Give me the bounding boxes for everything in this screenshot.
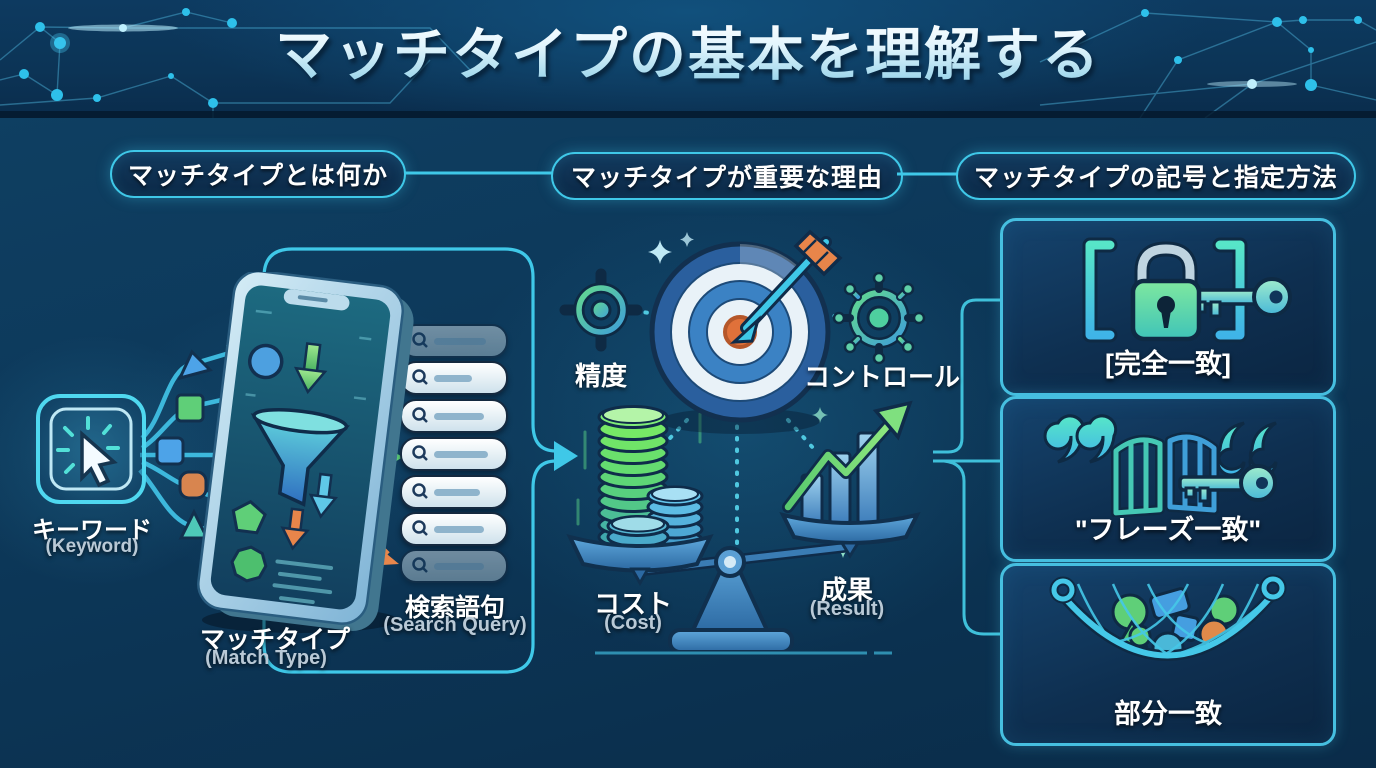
left-pan — [566, 533, 714, 573]
section-header-how-label: マッチタイプの記号と指定方法 — [973, 164, 1338, 192]
exact-match-box: [完全一致] — [1000, 218, 1336, 396]
keyword-sublabel: (Keyword) — [45, 536, 139, 557]
search-bar — [400, 512, 508, 546]
green-down-arrow — [293, 342, 328, 395]
pentagon-shape — [231, 499, 267, 535]
lock-shackle — [1137, 244, 1195, 287]
match-type-label: マッチタイプ — [199, 626, 351, 654]
merge-arrowhead — [554, 441, 578, 471]
funnel-icon — [250, 408, 350, 507]
octagon-shape — [230, 545, 268, 583]
result-label: 成果 — [820, 575, 874, 605]
search-query-label: 検索語句 — [404, 594, 506, 622]
page-title: マッチタイプの基本を理解する — [275, 9, 1101, 91]
orange-down-arrow — [280, 507, 310, 551]
screen-text-lines — [272, 559, 334, 605]
search-bar — [400, 437, 508, 471]
quote-gate-key-icon — [1043, 414, 1278, 517]
precision-label: 精度 — [574, 361, 628, 391]
search-query-sublabel: (Search Query) — [383, 614, 527, 636]
cursor-arrow — [80, 430, 118, 488]
square-shape — [155, 436, 185, 466]
search-bar — [400, 361, 508, 395]
right-pan — [779, 512, 921, 545]
title-banner: マッチタイプの基本を理解する — [0, 0, 1376, 118]
control-label: コントロール — [803, 362, 961, 392]
key — [1186, 277, 1292, 318]
crosshair-icon — [559, 268, 643, 352]
open-quote — [1043, 414, 1118, 464]
match-type-phone-icon — [197, 272, 414, 631]
section-header-how: マッチタイプの記号と指定方法 — [956, 152, 1356, 200]
keyword-click-icon — [30, 388, 152, 510]
section-header-what: マッチタイプとは何か — [110, 150, 406, 198]
phrase-match-label: "フレーズ一致" — [1074, 515, 1262, 545]
phrase-match-box: "フレーズ一致" — [1000, 396, 1336, 562]
net-catch-icon — [1049, 574, 1287, 661]
search-bar — [400, 475, 508, 509]
square-shape — [175, 393, 205, 423]
search-bar — [400, 399, 508, 433]
keyword-label: キーワード — [32, 517, 152, 544]
cost-label: コスト — [593, 589, 673, 619]
broad-match-box: 部分一致 — [1000, 563, 1336, 746]
growth-chart-icon — [782, 400, 913, 525]
pillow-shape — [178, 470, 208, 500]
triangle-shape — [177, 349, 213, 381]
balance-scale-icon — [566, 400, 921, 655]
arrow — [729, 229, 843, 344]
key — [1178, 464, 1277, 503]
screen-deco — [245, 309, 372, 401]
match-type-sublabel: (Match Type) — [205, 647, 327, 669]
section-header-what-label: マッチタイプとは何か — [127, 162, 388, 190]
triangle-shape — [178, 508, 210, 540]
click-rays — [56, 416, 120, 474]
cost-sublabel: (Cost) — [604, 612, 662, 634]
section-header-why: マッチタイプが重要な理由 — [551, 152, 903, 200]
left-bracket — [1085, 240, 1115, 340]
scale-base — [668, 628, 794, 654]
section-header-why-label: マッチタイプが重要な理由 — [570, 164, 883, 192]
coins-icon — [597, 405, 704, 559]
spokes — [832, 272, 926, 365]
circuit-pattern-decoration — [0, 8, 1376, 118]
search-bar — [400, 324, 508, 358]
exact-match-label: [完全一致] — [1105, 349, 1231, 379]
control-dial-icon — [832, 272, 926, 365]
search-bar — [400, 549, 508, 583]
blue-down-arrow — [308, 472, 339, 519]
broad-match-label: 部分一致 — [1114, 699, 1222, 729]
result-sublabel: (Result) — [809, 598, 885, 620]
circle-shape — [247, 343, 284, 380]
bracket-lock-key-icon — [1082, 237, 1292, 343]
gate — [1111, 432, 1219, 517]
target-arrow-icon — [649, 229, 843, 434]
